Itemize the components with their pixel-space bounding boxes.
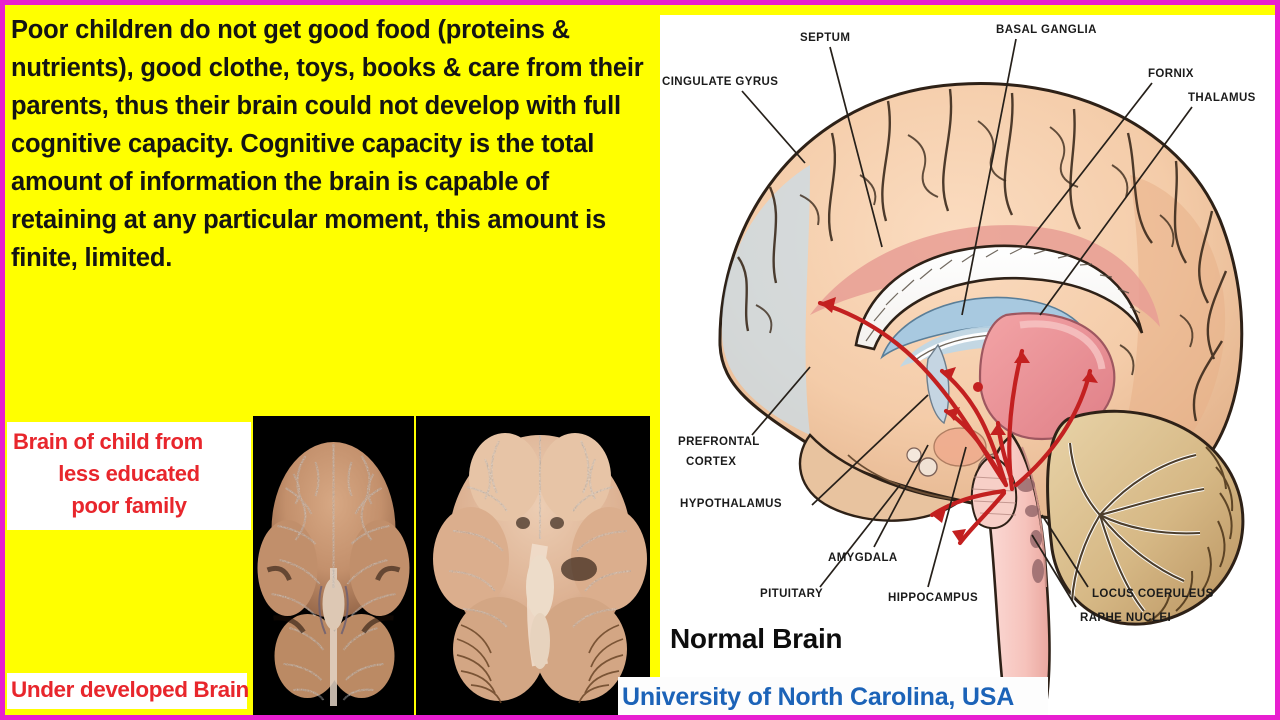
underdeveloped-brain-photo: [253, 416, 414, 715]
poor-family-label: Brain of child from less educated poor f…: [7, 422, 251, 530]
leader-line-prefrontal: [751, 366, 811, 436]
leader-line-locus-coeruleus: [1041, 514, 1089, 588]
leader-line-thalamus: [1039, 106, 1193, 316]
annotation-raphe-nuclei: RAPHE NUCLEI: [1080, 612, 1172, 624]
annotation-septum: SEPTUM: [800, 32, 851, 44]
annotation-cortex: CORTEX: [686, 456, 737, 468]
credit-text: University of North Carolina, USA: [622, 683, 1015, 711]
annotation-fornix: FORNIX: [1148, 68, 1194, 80]
leader-line-hypothalamus: [811, 394, 929, 506]
annotation-locus-coeruleus: LOCUS COERULEUS: [1092, 588, 1214, 600]
leader-line-fornix: [1025, 82, 1153, 246]
leader-line-septum: [829, 46, 883, 248]
annotation-thalamus: THALAMUS: [1188, 92, 1256, 104]
right-panel: CINGULATE GYRUS SEPTUM BASAL GANGLIA FORNIX…: [660, 15, 1275, 715]
annotation-hypothalamus: HYPOTHALAMUS: [680, 498, 782, 510]
left-panel: Poor children do not get good food (prot…: [5, 5, 663, 715]
underdeveloped-brain-label: Under developed Brain: [7, 673, 249, 709]
annotation-pituitary: PITUITARY: [760, 588, 824, 600]
brain-sagittal-diagram: [660, 15, 1275, 715]
annotation-cingulate-gyrus: CINGULATE GYRUS: [662, 76, 779, 88]
leader-line-pituitary: [819, 484, 901, 588]
poor-family-label-line3: poor family: [71, 493, 187, 518]
statement-text: Poor children do not get good food (prot…: [11, 16, 644, 272]
leader-line-basal-ganglia: [961, 38, 1017, 316]
annotation-prefrontal: PREFRONTAL: [678, 436, 760, 448]
leader-line-amygdala: [873, 444, 929, 548]
leader-line-raphe-nuclei: [1031, 534, 1077, 608]
leader-line-hippocampus: [927, 446, 967, 588]
normal-brain-caption: Normal Brain: [670, 623, 843, 654]
right-panel-top-yellow-gutter: [655, 5, 1275, 15]
poor-family-label-line1: Brain of child from: [13, 429, 203, 454]
normal-brain-photo: [416, 416, 663, 715]
poor-family-label-line2: less educated: [58, 461, 200, 486]
underdeveloped-brain-label-text: Under developed Brain: [11, 677, 249, 702]
annotation-amygdala: AMYGDALA: [828, 552, 898, 564]
annotation-hippocampus: HIPPOCAMPUS: [888, 592, 979, 604]
credit-box: [618, 677, 1048, 715]
leader-line-cingulate-gyrus: [741, 90, 806, 164]
annotation-basal-ganglia: BASAL GANGLIA: [996, 24, 1097, 36]
right-panel-left-yellow-gutter: [650, 5, 660, 715]
